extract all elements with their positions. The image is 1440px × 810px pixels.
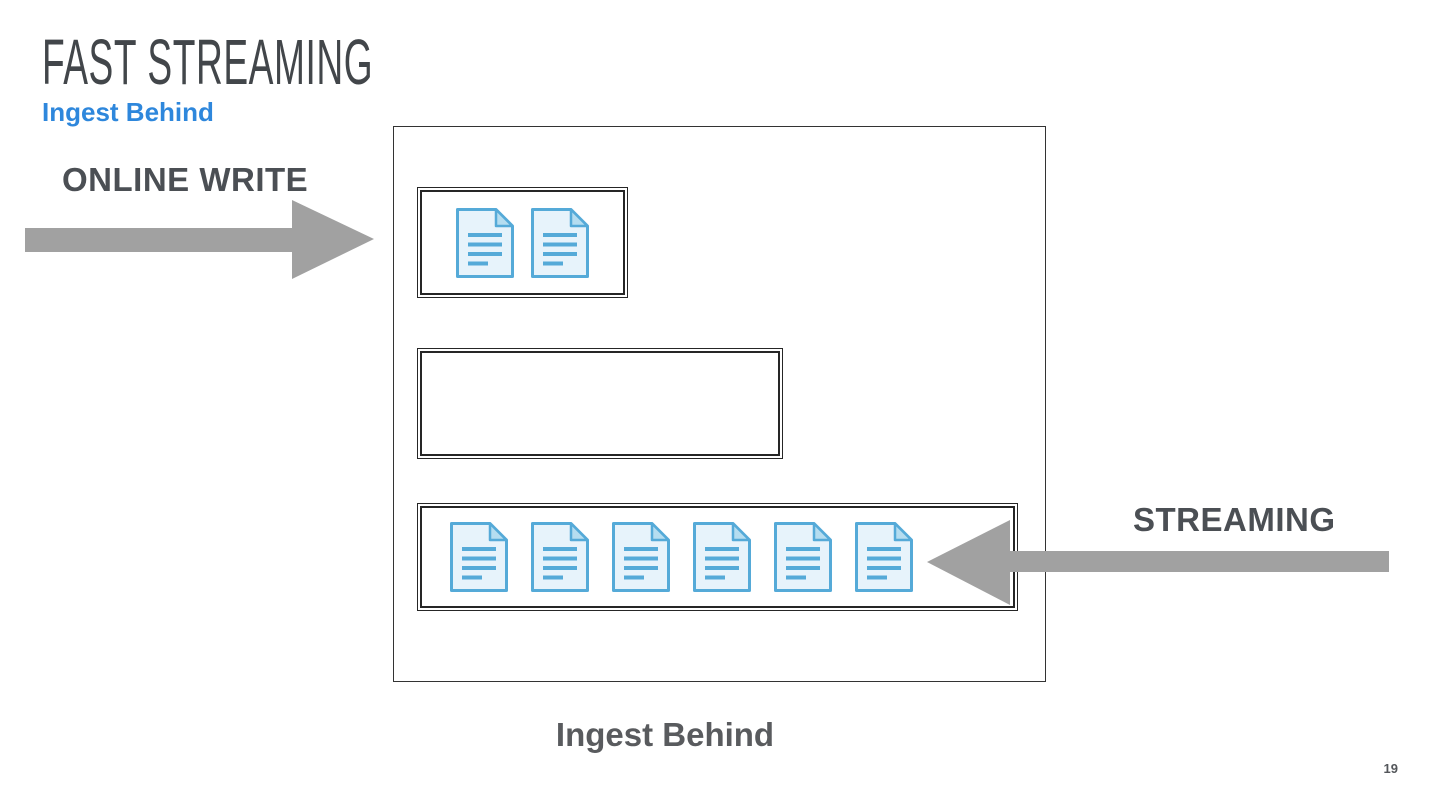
diagram-caption: Ingest Behind [555,716,775,753]
page-number: 19 [1383,761,1398,776]
ingested-files-group [420,190,625,295]
document-icon [456,207,514,278]
arrow-right-icon [292,200,374,279]
streaming-files-group [420,506,1015,608]
online-write-label: ONLINE WRITE [62,161,309,198]
document-icon [774,522,832,592]
document-icon [693,522,751,592]
streaming-label: STREAMING [1133,501,1336,538]
arrow-left-icon [1008,551,1389,572]
streaming-files-box [417,503,1018,611]
slide-title: FAST STREAMING [42,26,374,98]
document-icon [531,522,589,592]
document-icon [531,207,589,278]
slide-subtitle: Ingest Behind [42,97,214,127]
arrow-right-icon [25,228,293,252]
empty-buffer-content [420,351,780,456]
document-icon [450,522,508,592]
document-icon [855,522,913,592]
empty-buffer-box [417,348,783,459]
document-icon [612,522,670,592]
arrow-left-icon [927,520,1010,605]
ingested-files-box [417,187,628,298]
